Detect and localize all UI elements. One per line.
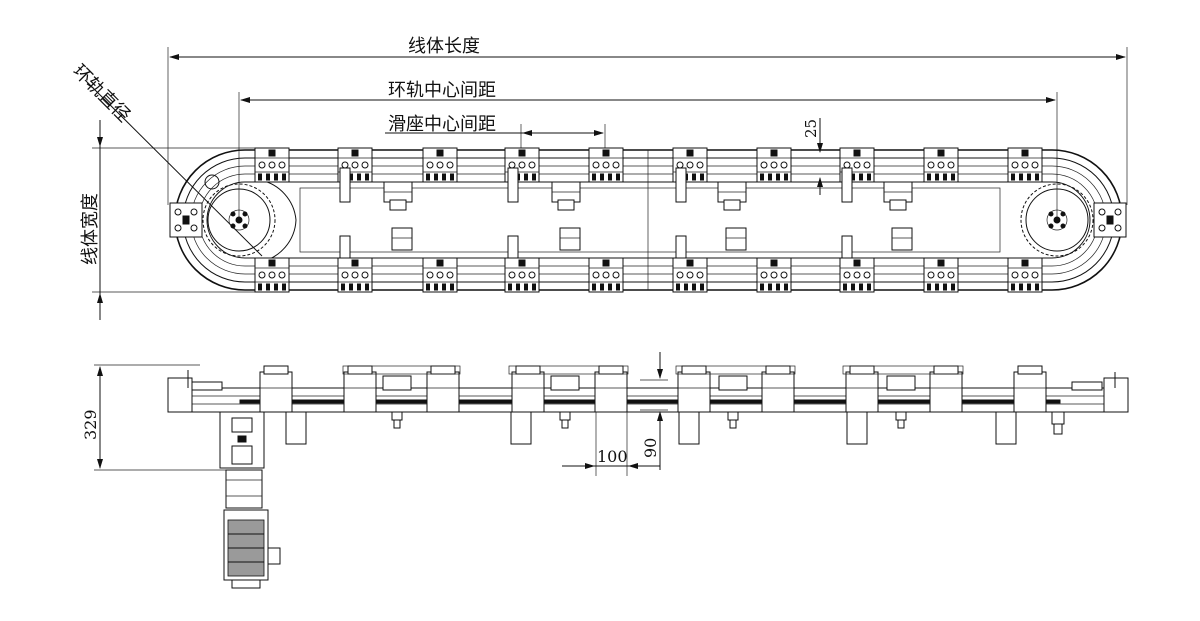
slider-bottom: [588, 257, 624, 293]
left-end-cap: [191, 381, 223, 391]
slider-top: [923, 147, 959, 183]
ring-center-distance-label: 环轨中心间距: [388, 80, 496, 101]
slider-bottom: [756, 257, 792, 293]
slider-bottom: [504, 257, 540, 293]
guide-post: [339, 167, 351, 259]
track-inner-outline: [206, 181, 1091, 259]
fixture-row: [339, 167, 913, 259]
side-slider-block: [1013, 365, 1047, 413]
clamp-unit: [550, 375, 580, 429]
side-slider-block: [761, 365, 795, 413]
drive-motor: [219, 411, 281, 589]
station-frame: [508, 365, 629, 375]
right-end-block: [1093, 202, 1127, 238]
side-slider-block: [511, 365, 545, 413]
clamp-unit: [382, 375, 412, 429]
right-end-cap: [1071, 381, 1103, 391]
pendant-foot: [995, 411, 1017, 445]
pendant-foot: [678, 411, 700, 445]
ring-diameter-label: 环轨直径: [68, 61, 134, 127]
pendant-foot: [846, 411, 868, 445]
fixture: [383, 181, 413, 251]
slider-row-bottom: [254, 257, 1043, 293]
clamp-unit: [886, 375, 916, 429]
slider-top: [756, 147, 792, 183]
side-slider-block: [677, 365, 711, 413]
guide-post: [841, 167, 853, 259]
pendant-foot: [510, 411, 532, 445]
side-view: 329: [81, 352, 1129, 589]
inner-frame: [299, 187, 1001, 253]
slider-bottom: [672, 257, 708, 293]
slider-bottom: [337, 257, 373, 293]
fixture: [717, 181, 747, 251]
slider-bottom: [254, 257, 290, 293]
track-outer-outline: [174, 149, 1123, 291]
top-view: 线体长度 环轨中心间距 滑座中心间距 25 线体宽度 环轨直径: [68, 36, 1128, 320]
slider-bottom: [839, 257, 875, 293]
slider-bottom: [1007, 257, 1043, 293]
side-slider-block: [929, 365, 963, 413]
slider-center-distance-label: 滑座中心间距: [388, 114, 496, 135]
side-slider-block: [426, 365, 460, 413]
track-rail-middle: [190, 165, 1107, 275]
side-slider-row: [259, 365, 1047, 445]
slider-top: [422, 147, 458, 183]
line-width-label: 线体宽度: [80, 193, 101, 265]
slider-bottom: [923, 257, 959, 293]
side-slider-block: [594, 365, 628, 413]
guide-post: [507, 167, 519, 259]
station-frame: [675, 365, 796, 375]
dim-329-label: 329: [81, 409, 100, 440]
right-tensioner-bolt: [1053, 423, 1063, 435]
slider-top: [588, 147, 624, 183]
slider-top: [839, 147, 875, 183]
slider-bottom: [422, 257, 458, 293]
side-slider-block: [845, 365, 879, 413]
right-sprocket: [1020, 183, 1094, 257]
dim-100-label: 100: [597, 447, 628, 466]
guide-post: [675, 167, 687, 259]
slider-row-top: [254, 147, 1043, 183]
slider-top: [254, 147, 290, 183]
pendant-foot: [285, 411, 307, 445]
dim-90-label: 90: [641, 438, 660, 458]
left-sprocket: [202, 174, 297, 263]
side-slider-block: [343, 365, 377, 413]
right-beam-end: [1103, 377, 1129, 413]
station-frame: [842, 365, 964, 375]
slider-top: [1007, 147, 1043, 183]
fixture: [551, 181, 581, 251]
fixture: [883, 181, 913, 251]
line-length-label: 线体长度: [408, 36, 480, 57]
track-rail-inner: [198, 173, 1099, 267]
side-slider-block: [259, 365, 293, 413]
dim-25-label: 25: [802, 119, 820, 138]
right-tensioner: [1051, 411, 1065, 425]
beam-chain: [239, 399, 1061, 404]
clamp-unit: [718, 375, 748, 429]
track-rail-outer: [182, 157, 1115, 283]
station-frame: [342, 365, 461, 375]
left-end-block: [169, 202, 203, 238]
